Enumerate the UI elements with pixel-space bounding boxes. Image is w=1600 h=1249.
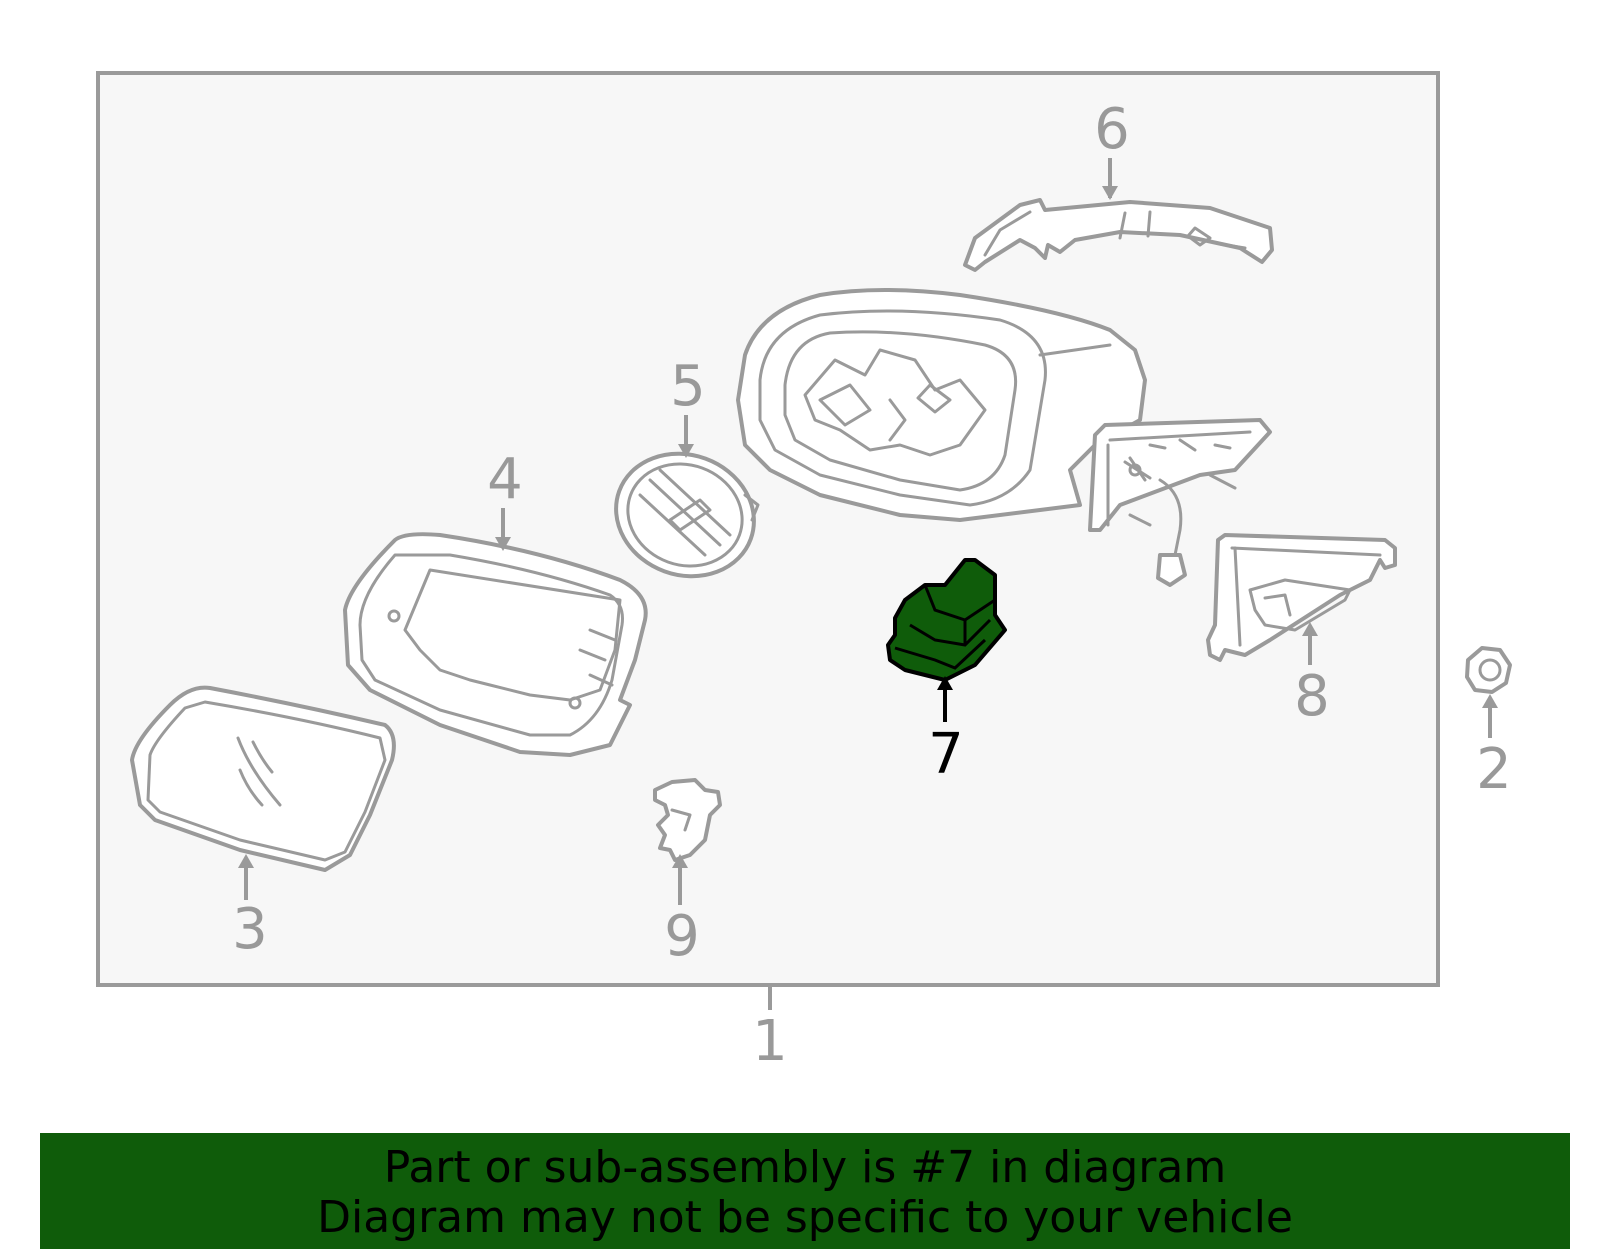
callout-8: 8 [1294, 664, 1330, 729]
arrow-5 [678, 444, 694, 458]
arrow-9 [672, 854, 688, 868]
callout-1: 1 [752, 1009, 788, 1074]
callout-6: 6 [1094, 97, 1130, 162]
part-4-bezel [343, 532, 648, 757]
callout-2: 2 [1476, 737, 1512, 802]
arrow-7 [937, 676, 953, 690]
part-2-nut [1465, 646, 1512, 694]
callout-7: 7 [928, 722, 964, 787]
part-9-clip [653, 778, 722, 862]
part-6-cover [963, 198, 1274, 272]
arrow-8 [1302, 622, 1318, 636]
mirror-housing [736, 288, 1147, 522]
arrow-3 [238, 854, 254, 868]
part-8-cover-plate [1206, 533, 1397, 662]
callout-9: 9 [664, 904, 700, 969]
arrow-6 [1102, 186, 1118, 200]
callout-4: 4 [487, 447, 523, 512]
callout-5: 5 [670, 354, 706, 419]
part-5-motor [614, 451, 760, 579]
banner-line-2: Diagram may not be specific to your vehi… [317, 1192, 1293, 1243]
banner-line-1: Part or sub-assembly is #7 in diagram [383, 1142, 1227, 1193]
arrow-2 [1482, 694, 1498, 708]
arrow-4 [495, 537, 511, 551]
part-7-highlighted [886, 558, 1007, 682]
info-banner: Part or sub-assembly is #7 in diagram Di… [40, 1133, 1570, 1249]
mirror-bracket [1088, 418, 1272, 587]
part-3-glass [130, 685, 396, 872]
callout-3: 3 [232, 897, 268, 962]
